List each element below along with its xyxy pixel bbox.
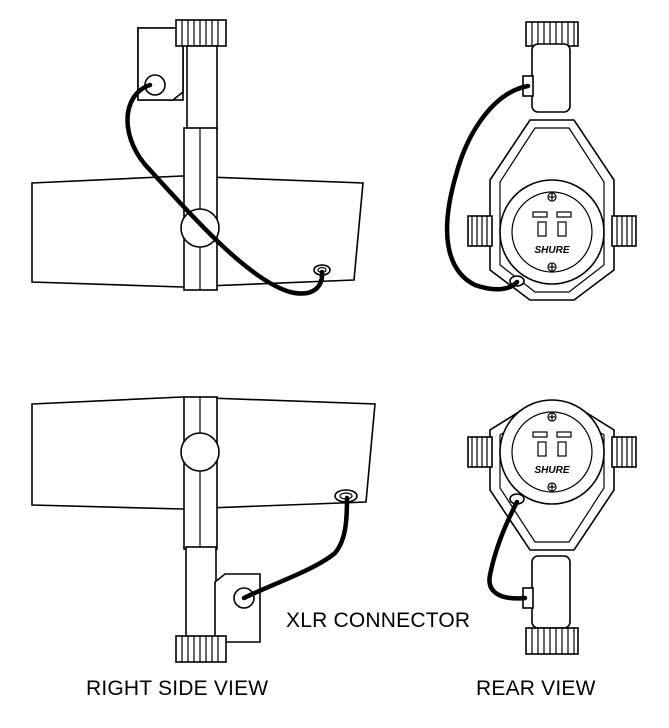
shure-logo: SHURE xyxy=(534,465,569,476)
rear-plate xyxy=(499,179,605,285)
stand-post xyxy=(186,45,218,131)
rear-plate xyxy=(499,399,605,505)
stand-post xyxy=(531,555,571,629)
rear-view-top: SHURE xyxy=(444,21,637,301)
pivot-knob xyxy=(180,432,220,472)
xlr-cable xyxy=(444,83,531,292)
knurled-knob xyxy=(525,627,579,655)
side-view-top xyxy=(31,19,364,296)
right-side-view-label: RIGHT SIDE VIEW xyxy=(86,677,269,700)
knurled-knob xyxy=(525,21,579,47)
xlr-cable xyxy=(241,495,350,601)
shure-logo: SHURE xyxy=(534,245,569,256)
rear-view-bottom: SHURE xyxy=(467,399,637,655)
clamp-block xyxy=(214,573,261,643)
xlr-cable xyxy=(487,499,528,601)
stand-post xyxy=(185,546,217,640)
pivot-knob xyxy=(180,208,220,248)
xlr-cable xyxy=(125,82,325,296)
stand-post xyxy=(531,43,571,113)
xlr-connector-label: XLR CONNECTOR xyxy=(286,609,471,632)
side-view-bottom xyxy=(31,396,376,663)
rear-view-label: REAR VIEW xyxy=(476,677,596,700)
